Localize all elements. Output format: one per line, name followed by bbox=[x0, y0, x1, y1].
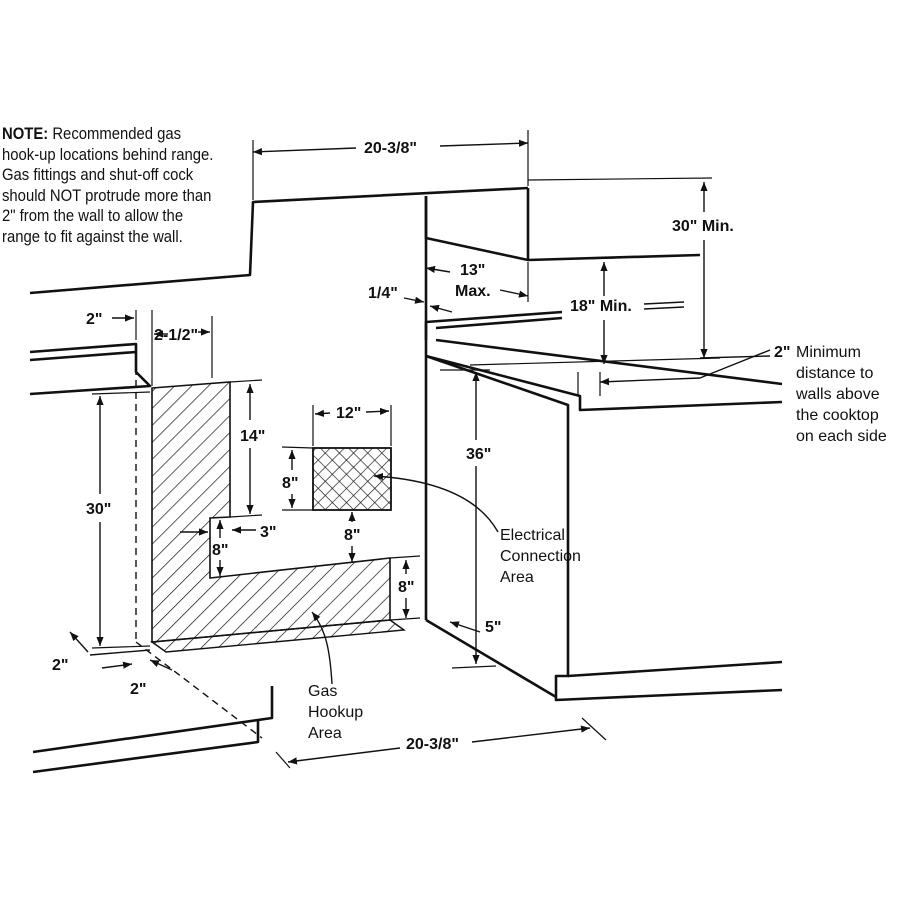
extension-lines bbox=[91, 130, 721, 769]
leader-lines bbox=[311, 472, 499, 685]
counter-top-back-edge bbox=[435, 338, 783, 386]
dim-side-two: 2" bbox=[774, 344, 790, 361]
dim-quarter-inch: 1/4" bbox=[368, 285, 398, 302]
dim-min-18: 18" Min. bbox=[570, 298, 632, 315]
right-cabinet-side bbox=[425, 354, 783, 702]
counter-top-front bbox=[425, 354, 783, 412]
electrical-line-3: Area bbox=[500, 569, 534, 586]
dashed-reference-lines bbox=[135, 344, 263, 739]
dim-thirty-six: 36" bbox=[466, 446, 491, 463]
dim-eight-mid: 8" bbox=[344, 527, 360, 544]
side-min-line-5: on each side bbox=[796, 428, 887, 445]
left-base-front bbox=[32, 720, 260, 774]
dimension-labels: 20-3/8" 30" Min. 13" Max. 1/4" 18" Min. … bbox=[52, 140, 790, 753]
note-body: Recommended gas hook-up locations behind… bbox=[2, 125, 214, 246]
dim-bottom-width: 20-3/8" bbox=[406, 736, 459, 753]
gas-line-2: Hookup bbox=[308, 704, 363, 721]
right-cabinet-base bbox=[567, 660, 783, 678]
gas-hookup-area bbox=[150, 381, 406, 653]
min18-marks bbox=[643, 301, 685, 310]
dim-two-inch-top: 2" bbox=[86, 311, 102, 328]
dim-13-max: Max. bbox=[455, 283, 491, 300]
dim-eight-small: 8" bbox=[212, 542, 228, 559]
dim-two-bottom: 2" bbox=[130, 681, 146, 698]
electrical-label: Electrical Connection Area bbox=[500, 527, 581, 586]
counter-splash bbox=[435, 316, 563, 330]
electrical-line-1: Electrical bbox=[500, 527, 565, 544]
note-heading: NOTE: bbox=[2, 125, 49, 143]
side-minimum-label: Minimum distance to walls above the cook… bbox=[795, 344, 887, 445]
dim-five: 5" bbox=[485, 619, 501, 636]
left-base bbox=[32, 686, 274, 754]
dim-thirty-left: 30" bbox=[86, 501, 111, 518]
gas-label: Gas Hookup Area bbox=[308, 683, 363, 742]
electrical-line-2: Connection bbox=[500, 548, 581, 565]
note-text: NOTE: Recommended gas hook-up locations … bbox=[2, 124, 218, 247]
dim-top-width: 20-3/8" bbox=[364, 140, 417, 157]
dim-eight-right: 8" bbox=[398, 579, 414, 596]
side-min-line-1: Minimum bbox=[796, 344, 861, 361]
electrical-connection-area bbox=[312, 447, 392, 511]
floor-right bbox=[425, 618, 557, 699]
left-counter-lip bbox=[29, 350, 137, 362]
gas-line-1: Gas bbox=[308, 683, 337, 700]
gas-line-3: Area bbox=[308, 725, 342, 742]
dim-eight-left: 8" bbox=[282, 475, 298, 492]
dim-13: 13" bbox=[460, 262, 485, 279]
dim-fourteen: 14" bbox=[240, 428, 265, 445]
upper-cabinet-front bbox=[424, 188, 530, 262]
side-min-line-4: the cooktop bbox=[796, 407, 879, 424]
dim-twelve: 12" bbox=[336, 405, 361, 422]
dim-min-30-upper: 30" Min. bbox=[672, 218, 734, 235]
side-min-line-2: distance to bbox=[796, 365, 873, 382]
wall-top-edge bbox=[29, 186, 529, 295]
dim-two-lower-left: 2" bbox=[52, 657, 68, 674]
dim-three: 3" bbox=[260, 524, 276, 541]
side-min-line-3: walls above bbox=[795, 386, 880, 403]
dim-two-half: 2-1/2" bbox=[154, 327, 198, 344]
dimension-arrows bbox=[69, 139, 771, 765]
